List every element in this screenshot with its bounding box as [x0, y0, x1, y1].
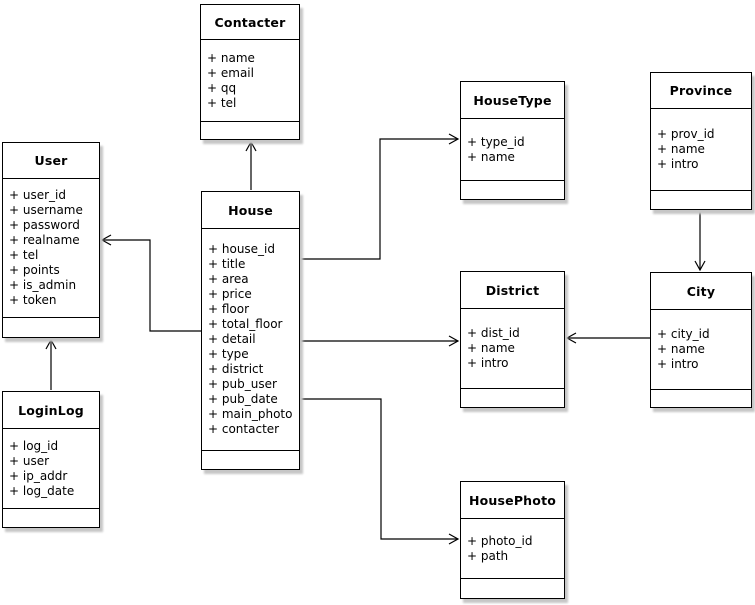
entity-user: User + user_id + username + password + r…: [2, 142, 100, 338]
entity-attributes: + type_id + name: [461, 119, 564, 181]
entity-title: House: [202, 192, 299, 229]
entity-attribute: + detail: [208, 332, 256, 346]
entity-attribute: + title: [208, 257, 246, 271]
entity-housephoto: HousePhoto + photo_id + path: [460, 481, 565, 599]
entity-attributes: + house_id + title + area + price + floo…: [202, 229, 299, 451]
connector-house-to-user: [100, 234, 201, 332]
entity-title: LoginLog: [3, 392, 99, 429]
entity-attribute: + name: [467, 341, 515, 355]
entity-housetype: HouseType + type_id + name: [460, 81, 565, 200]
entity-attribute: + token: [9, 293, 57, 307]
entity-methods-compartment: [3, 318, 99, 337]
entity-title: HousePhoto: [461, 482, 564, 519]
entity-attribute: + name: [207, 50, 255, 65]
entity-methods-compartment: [201, 122, 299, 139]
entity-district: District + dist_id + name + intro: [460, 271, 565, 408]
entity-title: District: [461, 272, 564, 309]
entity-attribute: + log_id: [9, 438, 59, 453]
entity-loginlog: LoginLog + log_id + user + ip_addr + log…: [2, 391, 100, 528]
entity-attribute: + pub_user: [208, 377, 277, 391]
entity-attribute: + dist_id: [467, 326, 520, 340]
entity-attribute: + type: [208, 347, 249, 361]
entity-title: HouseType: [461, 82, 564, 119]
entity-attribute: + photo_id: [467, 533, 533, 548]
entity-attribute: + area: [208, 272, 249, 286]
entity-attribute: + name: [657, 142, 705, 156]
entity-attribute: + contacter: [208, 422, 280, 436]
entity-attribute: + email: [207, 65, 254, 80]
entity-attributes: + city_id + name + intro: [651, 310, 751, 390]
entity-methods-compartment: [651, 191, 751, 209]
entity-methods-compartment: [461, 181, 564, 199]
entity-attribute: + qq: [207, 80, 237, 95]
entity-attribute: + type_id: [467, 134, 525, 149]
entity-methods-compartment: [3, 509, 99, 527]
entity-attributes: + prov_id + name + intro: [651, 109, 751, 191]
entity-attribute: + tel: [207, 95, 237, 110]
entity-attribute: + district: [208, 362, 264, 376]
entity-attributes: + log_id + user + ip_addr + log_date: [3, 429, 99, 509]
entity-attributes: + photo_id + path: [461, 519, 564, 579]
connector-house-to-housetype: [300, 133, 460, 260]
entity-attributes: + name + email + qq + tel: [201, 40, 299, 122]
entity-methods-compartment: [202, 451, 299, 469]
entity-attributes: + user_id + username + password + realna…: [3, 179, 99, 318]
entity-city: City + city_id + name + intro: [650, 272, 752, 408]
entity-attribute: + points: [9, 263, 60, 277]
entity-attribute: + house_id: [208, 242, 276, 256]
entity-attribute: + realname: [9, 233, 80, 247]
entity-attribute: + price: [208, 287, 252, 301]
entity-attribute: + main_photo: [208, 407, 293, 421]
entity-attribute: + floor: [208, 302, 250, 316]
entity-attribute: + user: [9, 453, 50, 468]
entity-attribute: + user_id: [9, 188, 66, 202]
entity-attribute: + intro: [467, 356, 509, 370]
entity-attribute: + pub_date: [208, 392, 278, 406]
entity-attribute: + log_date: [9, 483, 75, 498]
entity-attribute: + name: [657, 342, 705, 356]
entity-title: Province: [651, 73, 751, 109]
entity-attribute: + prov_id: [657, 127, 715, 141]
entity-attribute: + total_floor: [208, 317, 283, 331]
entity-title: User: [3, 143, 99, 179]
connector-house-to-housephoto: [300, 398, 460, 545]
entity-title: City: [651, 273, 751, 310]
entity-methods-compartment: [461, 389, 564, 407]
entity-attribute: + name: [467, 149, 515, 164]
entity-contacter: Contacter + name + email + qq + tel: [200, 4, 300, 140]
entity-attribute: + city_id: [657, 327, 710, 341]
entity-attribute: + password: [9, 218, 80, 232]
entity-attribute: + intro: [657, 157, 699, 171]
entity-attributes: + dist_id + name + intro: [461, 309, 564, 389]
entity-methods-compartment: [651, 390, 751, 407]
entity-attribute: + ip_addr: [9, 468, 68, 483]
entity-attribute: + path: [467, 548, 509, 563]
entity-province: Province + prov_id + name + intro: [650, 72, 752, 210]
entity-attribute: + is_admin: [9, 278, 77, 292]
entity-house: House + house_id + title + area + price …: [201, 191, 300, 470]
entity-attribute: + username: [9, 203, 83, 217]
entity-attribute: + tel: [9, 248, 39, 262]
entity-attribute: + intro: [657, 357, 699, 371]
entity-methods-compartment: [461, 579, 564, 598]
entity-title: Contacter: [201, 5, 299, 40]
